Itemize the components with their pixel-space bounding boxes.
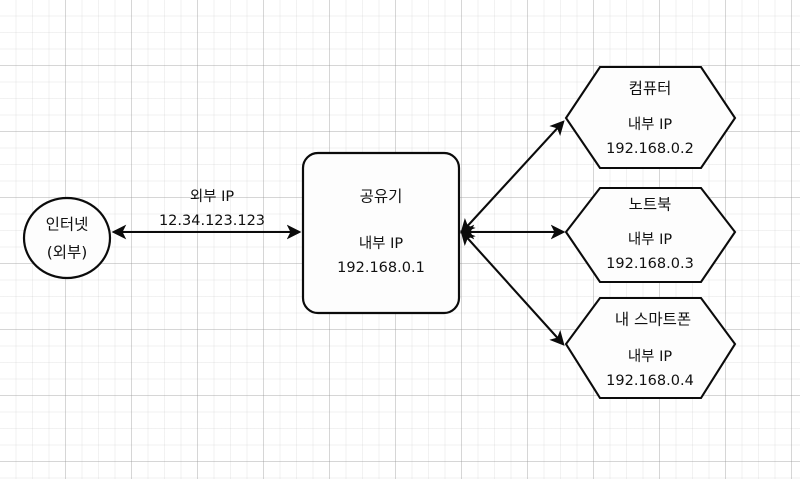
computer-hexagon[interactable] <box>564 65 737 170</box>
internet-circle[interactable] <box>22 196 112 280</box>
computer-ip-value: 192.168.0.2 <box>606 141 694 157</box>
node-computer[interactable]: 컴퓨터 내부 IP 192.168.0.2 <box>564 65 737 170</box>
edge-value-external-ip: 12.34.123.123 <box>159 213 265 229</box>
edge-line-router-smartphone <box>460 230 565 346</box>
internet-label-line2: (외부) <box>47 244 88 262</box>
edge-label-external-ip: 외부 IP <box>190 188 235 205</box>
node-internet[interactable]: 인터넷 (외부) <box>22 196 112 280</box>
laptop-ip-value: 192.168.0.3 <box>606 256 694 272</box>
smartphone-ip-label: 내부 IP <box>628 348 673 365</box>
router-ip-value: 192.168.0.1 <box>337 260 425 276</box>
laptop-title: 노트북 <box>629 196 672 214</box>
smartphone-hexagon[interactable] <box>564 296 737 400</box>
laptop-hexagon[interactable] <box>564 186 737 284</box>
smartphone-ip-value: 192.168.0.4 <box>606 373 694 389</box>
computer-title: 컴퓨터 <box>629 80 672 98</box>
edge-internet-router: 외부 IP 12.34.123.123 <box>111 188 302 240</box>
router-box[interactable] <box>301 151 461 315</box>
internet-label-line1: 인터넷 <box>46 216 89 234</box>
edge-router-computer <box>460 120 565 234</box>
edge-line-router-computer <box>460 120 565 234</box>
node-router[interactable]: 공유기 내부 IP 192.168.0.1 <box>301 151 461 315</box>
computer-ip-label: 내부 IP <box>628 116 673 133</box>
laptop-ip-label: 내부 IP <box>628 231 673 248</box>
router-title: 공유기 <box>360 188 403 206</box>
edge-router-smartphone <box>460 230 565 346</box>
smartphone-title: 내 스마트폰 <box>615 311 691 329</box>
node-laptop[interactable]: 노트북 내부 IP 192.168.0.3 <box>564 186 737 284</box>
router-ip-label: 내부 IP <box>359 235 404 252</box>
node-smartphone[interactable]: 내 스마트폰 내부 IP 192.168.0.4 <box>564 296 737 400</box>
